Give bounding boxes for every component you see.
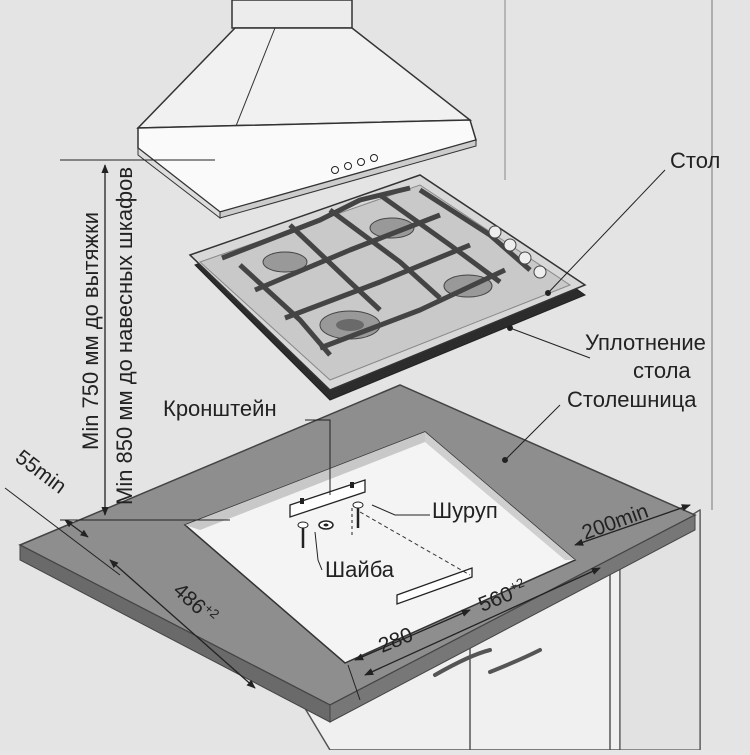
leader-lines xyxy=(305,169,666,571)
label-washer: Шайба xyxy=(325,557,395,582)
label-screw: Шуруп xyxy=(432,498,498,523)
label-seal-line2: стола xyxy=(633,358,691,383)
vertical-dimension: Min 750 мм до вытяжки Min 850 мм до наве… xyxy=(60,159,230,521)
hood-knob-2 xyxy=(344,162,352,170)
screw-right xyxy=(352,501,364,528)
bracket xyxy=(289,479,366,518)
label-table: Стол xyxy=(670,148,720,173)
knob-1 xyxy=(488,225,502,239)
label-worktop: Столешница xyxy=(567,387,697,412)
hood-knob-3 xyxy=(357,158,365,166)
label-seal-line1: Уплотнение xyxy=(585,330,706,355)
knob-3 xyxy=(518,251,532,265)
screw-left xyxy=(297,521,309,548)
burner-2 xyxy=(369,217,415,239)
washer xyxy=(318,520,334,530)
worktop-cutout xyxy=(183,431,577,664)
width-tolerance: +2 xyxy=(507,575,526,594)
vertical-label-hood: Min 750 мм до вытяжки xyxy=(78,212,103,450)
gas-hob xyxy=(188,174,587,401)
range-hood xyxy=(136,0,477,220)
burner-1 xyxy=(262,251,308,273)
hood-knob-1 xyxy=(331,166,339,174)
label-bracket: Кронштейн xyxy=(163,396,277,421)
pan-supports xyxy=(221,185,532,357)
knob-2 xyxy=(503,238,517,252)
hood-knob-4 xyxy=(370,154,378,162)
knob-4 xyxy=(533,265,547,279)
vertical-label-cabinets: Min 850 мм до навесных шкафов xyxy=(112,167,137,505)
